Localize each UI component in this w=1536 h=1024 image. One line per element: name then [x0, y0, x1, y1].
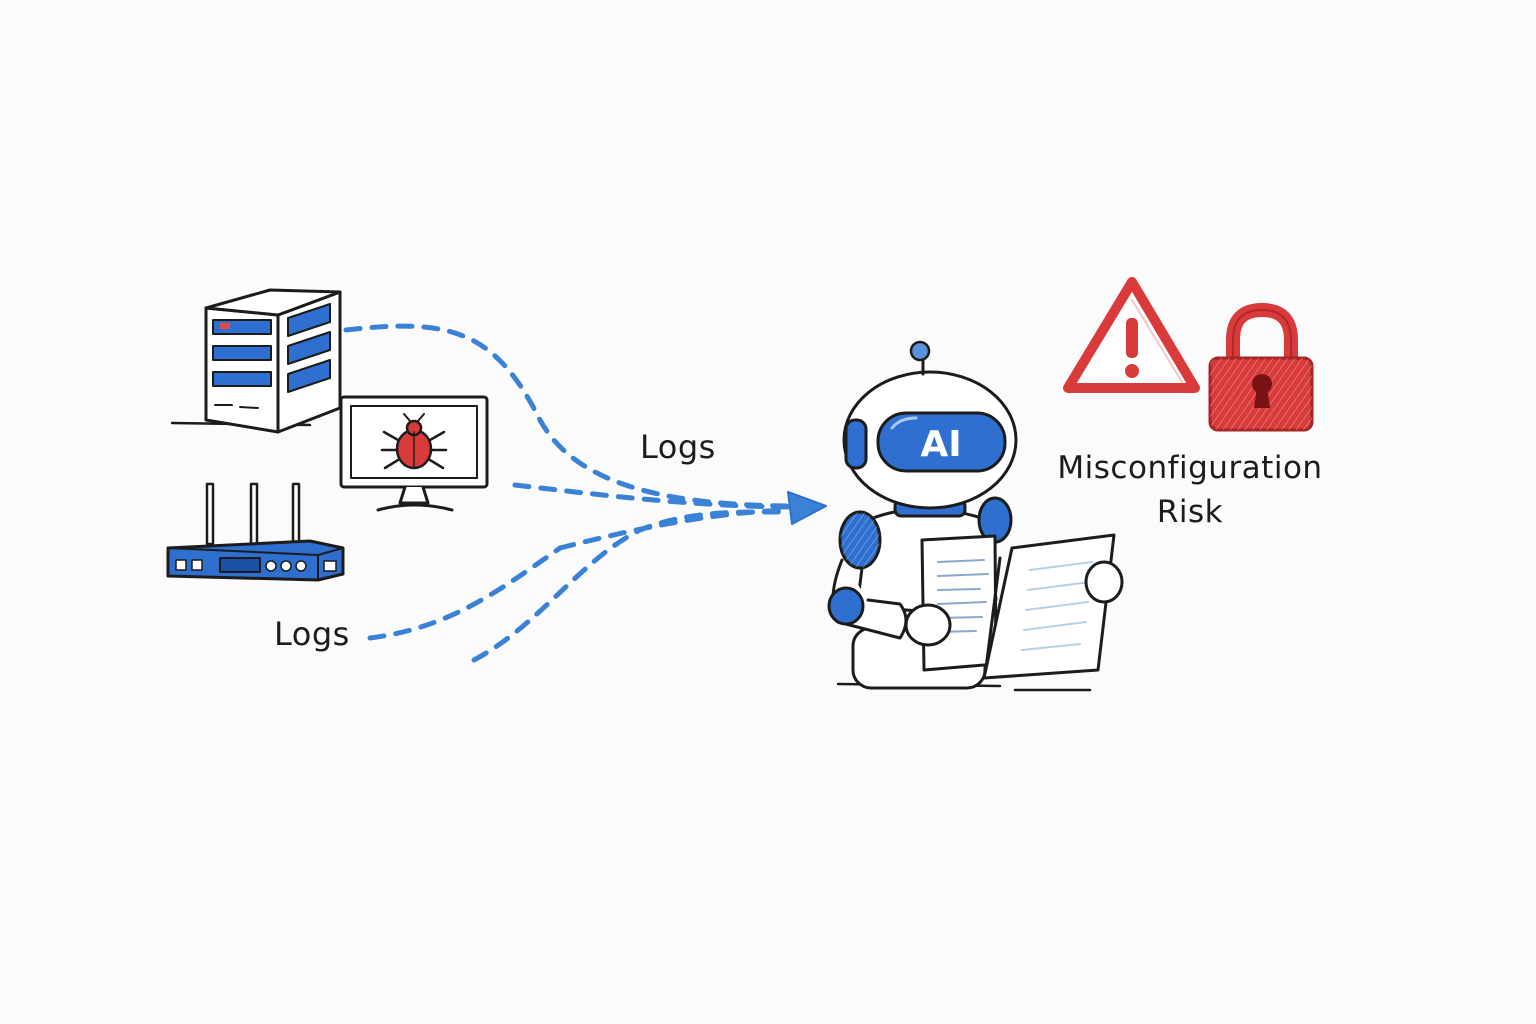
monitor-with-bug-icon	[339, 395, 489, 512]
logs-label-upper: Logs	[640, 428, 716, 466]
bug-icon	[380, 413, 448, 470]
log-document-icon	[920, 534, 998, 672]
tablet-icon	[982, 533, 1116, 680]
flow-from-router	[471, 509, 793, 663]
misconfiguration-risk-label: Misconfiguration Risk	[1040, 446, 1340, 534]
logs-label-lower: Logs	[274, 615, 350, 653]
padlock-icon	[1208, 303, 1314, 432]
warning-triangle-icon	[1063, 277, 1200, 393]
server-rack-icon	[170, 288, 342, 434]
risk-label-line1: Misconfiguration	[1057, 450, 1323, 486]
robot-visor-label: AI	[920, 424, 961, 465]
flow-from-logs	[367, 545, 563, 641]
flow-from-server	[343, 323, 793, 509]
flow-from-monitor	[512, 482, 793, 510]
network-router-icon	[166, 482, 345, 582]
log-flow-arrows	[343, 323, 793, 663]
risk-label-line2: Risk	[1156, 494, 1224, 530]
arrowhead	[787, 491, 827, 525]
ai-robot-icon: AI	[827, 340, 1124, 692]
flow-to-robot-lower	[557, 507, 793, 551]
